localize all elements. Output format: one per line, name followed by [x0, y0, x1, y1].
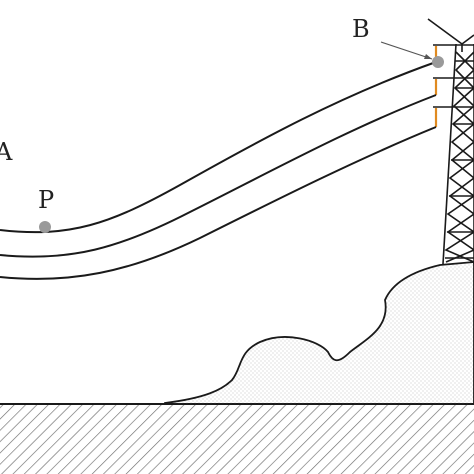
label-b: B	[352, 15, 370, 43]
ground-strip	[0, 405, 474, 474]
hill	[164, 261, 474, 405]
wire-top	[0, 61, 437, 234]
point-b	[432, 56, 444, 68]
label-p: P	[38, 186, 54, 214]
leader-b-arrowhead	[424, 54, 432, 59]
leader-b	[380, 41, 433, 60]
transmission-tower	[427, 18, 474, 265]
conductor-wires	[0, 61, 437, 280]
point-p	[39, 221, 51, 233]
wire-bottom	[0, 126, 437, 280]
wire-middle	[0, 94, 437, 258]
label-a: A	[0, 138, 13, 166]
